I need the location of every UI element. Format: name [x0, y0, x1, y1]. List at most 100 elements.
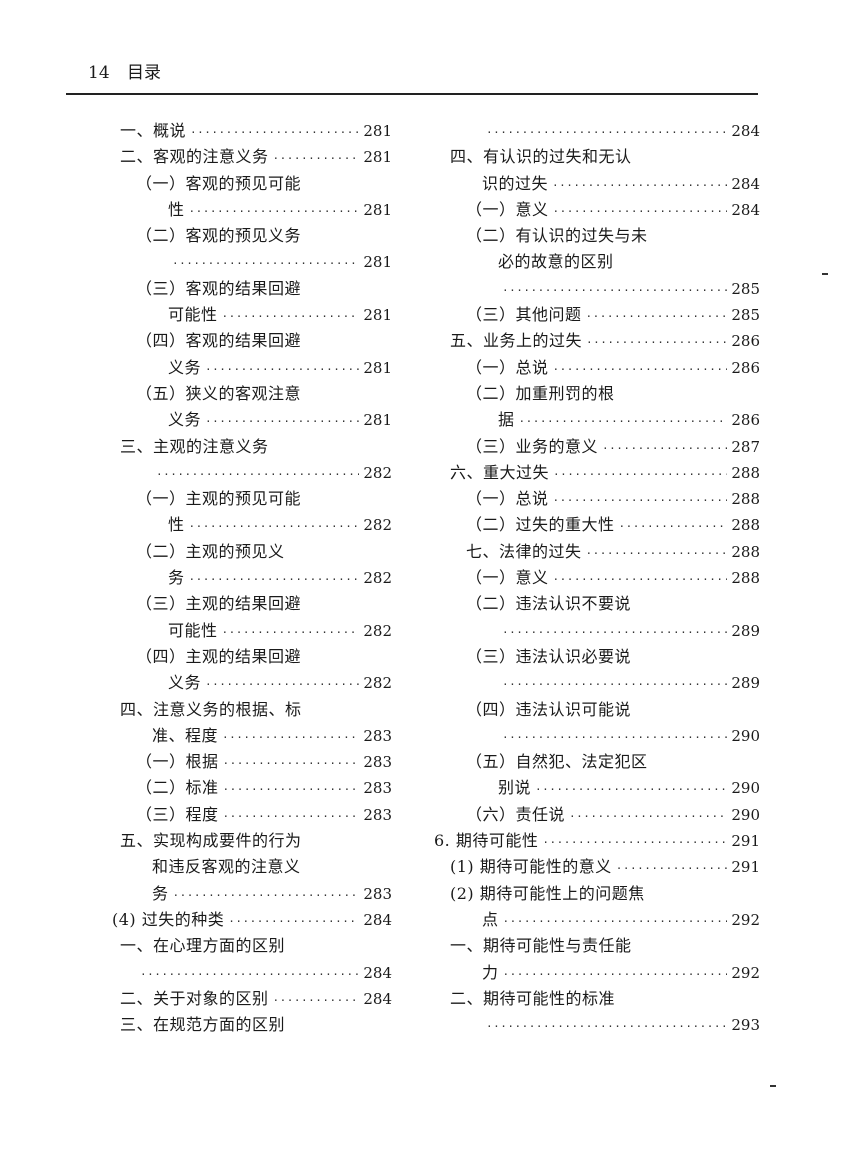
dot-leader: ········································… — [188, 204, 360, 218]
dot-leader: ········································… — [502, 625, 727, 639]
toc-entry-page: 290 — [731, 805, 760, 824]
toc-entry-title: 五、业务上的过失 — [450, 331, 583, 351]
toc-entry-page: 282 — [363, 621, 392, 640]
toc-entry-page: 286 — [731, 358, 760, 377]
toc-entry-title: 三、主观的注意义务 — [120, 436, 269, 456]
toc-entry-page: 285 — [731, 279, 760, 298]
dot-leader: ········································… — [205, 362, 359, 376]
toc-entry: (4) 过失的种类·······························… — [112, 907, 392, 933]
toc-entry-title: 一、概说 — [120, 121, 187, 140]
scan-mark — [822, 273, 828, 275]
dot-leader: ········································… — [486, 126, 727, 139]
toc-entry-page: 286 — [731, 411, 760, 430]
toc-entry: 三、主观的注意义务 — [112, 434, 392, 460]
toc-entry: ········································… — [112, 249, 392, 275]
toc-entry-title: （一）根据 — [136, 752, 219, 772]
toc-entry-title: （二）加重刑罚的根 — [466, 383, 615, 403]
toc-entry: （二）有认识的过失与未 — [430, 223, 760, 249]
toc-entry-title: 力 — [482, 962, 499, 982]
toc-entry-title: （三）业务的意义 — [466, 436, 599, 456]
dot-leader: ········································… — [172, 888, 360, 902]
toc-entry: 七、法律的过失·································… — [430, 539, 760, 565]
toc-entry-title: 四、注意义务的根据、标 — [120, 699, 302, 719]
toc-entry: 点·······································… — [430, 907, 760, 933]
toc-entry-title: 点 — [482, 909, 499, 929]
toc-entry: 务·······································… — [112, 881, 392, 907]
dot-leader: ········································… — [502, 283, 727, 297]
toc-entry-title: 三、在规范方面的区别 — [120, 1015, 286, 1035]
toc-entry: 六、重大过失··································… — [430, 460, 760, 486]
toc-entry-title: （一）意义 — [466, 568, 549, 588]
toc-entry: 6. 期待可能性································… — [430, 828, 760, 854]
page-header-title: 目录 — [127, 63, 162, 83]
toc-entry: (2) 期待可能性上的问题焦 — [430, 881, 760, 907]
toc-entry-title: 识的过失 — [482, 173, 549, 193]
dot-leader: ········································… — [502, 730, 727, 744]
toc-entry-title: 6. 期待可能性 — [434, 831, 539, 851]
toc-entry-title: （二）有认识的过失与未 — [466, 226, 648, 246]
dot-leader: ········································… — [552, 204, 728, 218]
toc-entry: ········································… — [430, 618, 760, 644]
toc-entry: 四、有认识的过失和无认 — [430, 144, 760, 170]
toc-entry: 五、业务上的过失································… — [430, 328, 760, 354]
toc-entry-title: (2) 期待可能性上的问题焦 — [450, 883, 645, 903]
toc-right-column: ········································… — [430, 118, 760, 1038]
toc-entry-title: （三）客观的结果回避 — [136, 278, 302, 298]
dot-leader: ········································… — [553, 467, 727, 481]
toc-entry-page: 284 — [731, 174, 760, 193]
toc-entry-page: 283 — [363, 884, 392, 903]
toc-entry-title: （一）总说 — [466, 357, 549, 377]
dot-leader: ········································… — [222, 757, 360, 771]
toc-entry: 五、实现构成要件的行为 — [112, 828, 392, 854]
toc-entry: （三）主观的结果回避 — [112, 591, 392, 617]
dot-leader: ········································… — [602, 441, 727, 455]
toc-entry-title: 可能性 — [168, 620, 218, 640]
header-rule — [66, 93, 758, 95]
toc-entry-page: 291 — [731, 858, 760, 877]
toc-entry-title: 义务 — [168, 357, 202, 377]
toc-entry: 四、注意义务的根据、标 — [112, 697, 392, 723]
toc-entry-title: （四）客观的结果回避 — [136, 331, 302, 351]
toc-entry: ········································… — [430, 1012, 760, 1038]
toc-entry-title: 一、在心理方面的区别 — [120, 936, 286, 956]
toc-entry: 可能性·····································… — [112, 302, 392, 328]
toc-entry-page: 281 — [363, 306, 392, 325]
toc-entry: （二）过失的重大性·······························… — [430, 512, 760, 538]
toc-entry-page: 284 — [363, 989, 392, 1008]
toc-entry-title: （五）狭义的客观注意 — [136, 383, 302, 403]
toc-entry-page: 288 — [731, 542, 760, 561]
toc-entry-title: （二）主观的预见义 — [136, 541, 285, 561]
toc-entry: （一）根据···································… — [112, 749, 392, 775]
toc-entry-title: （二）违法认识不要说 — [466, 594, 632, 614]
dot-leader: ········································… — [205, 415, 359, 429]
toc-entry-page: 282 — [363, 674, 392, 693]
toc-entry: 一、在心理方面的区别 — [112, 933, 392, 959]
dot-leader: ········································… — [535, 783, 728, 797]
toc-entry: （四）客观的结果回避 — [112, 328, 392, 354]
toc-entry-page: 281 — [363, 253, 392, 272]
toc-entry-title: （一）客观的预见可能 — [136, 173, 302, 193]
toc-entry-page: 284 — [731, 200, 760, 219]
toc-entry-page: 283 — [363, 753, 392, 772]
toc-entry: 准、程度····································… — [112, 723, 392, 749]
toc-entry: 一、概说····································… — [112, 118, 392, 144]
toc-entry: 和违反客观的注意义 — [112, 854, 392, 880]
toc-entry: 性·······································… — [112, 512, 392, 538]
dot-leader: ········································… — [188, 520, 360, 534]
toc-entry: 二、期待可能性的标准 — [430, 986, 760, 1012]
toc-entry-page: 292 — [731, 910, 760, 929]
toc-entry-page: 287 — [731, 437, 760, 456]
dot-leader: ········································… — [518, 415, 728, 429]
dot-leader: ········································… — [586, 336, 728, 350]
toc-entry-title: （二）客观的预见义务 — [136, 226, 302, 246]
toc-entry-page: 286 — [731, 332, 760, 351]
dot-leader: ········································… — [140, 967, 359, 981]
toc-entry-page: 281 — [363, 148, 392, 167]
toc-entry: （五）狭义的客观注意 — [112, 381, 392, 407]
toc-entry-page: 283 — [363, 726, 392, 745]
toc-entry: （三）其他问题·································… — [430, 302, 760, 328]
toc-entry-page: 281 — [363, 200, 392, 219]
toc-entry: 性·······································… — [112, 197, 392, 223]
toc-left-column: 一、概说 ····································… — [112, 118, 392, 1038]
toc-entry-page: 284 — [363, 963, 392, 982]
